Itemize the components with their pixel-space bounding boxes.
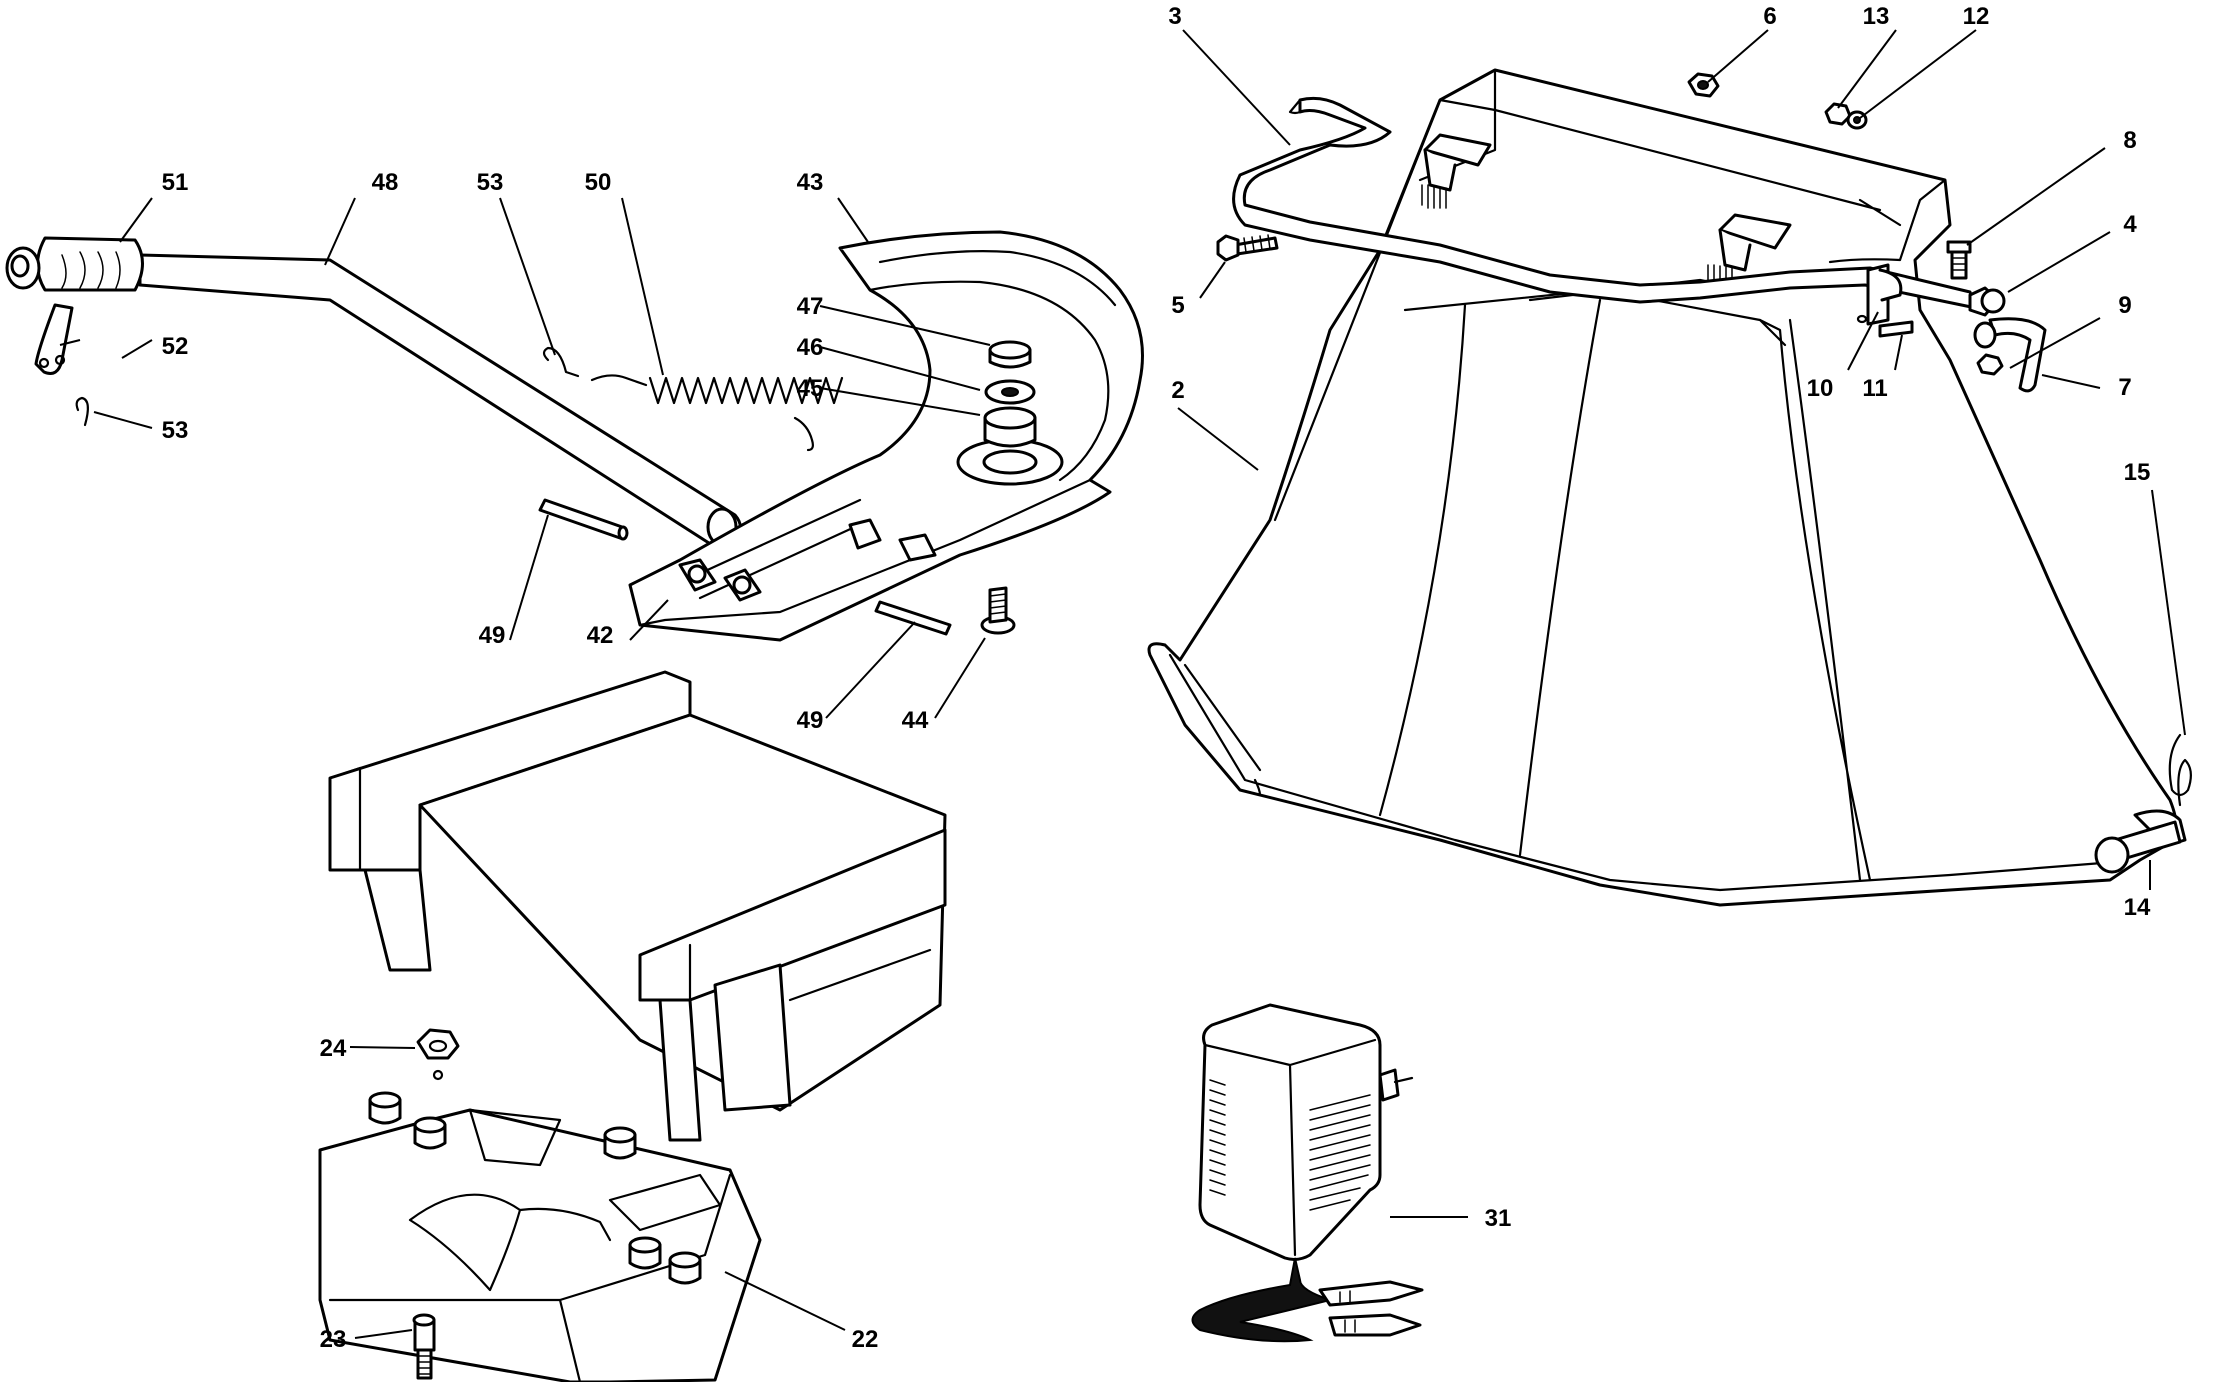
pin-upper: [538, 498, 629, 541]
rear-hinge-pin: [2094, 809, 2187, 874]
label-49-left: 49: [479, 622, 506, 649]
label-10: 10: [1807, 375, 1834, 402]
grass-collector: [1147, 68, 2179, 907]
label-9: 9: [2118, 292, 2131, 319]
label-50: 50: [585, 169, 612, 196]
label-47: 47: [797, 293, 824, 320]
pin-lower: [874, 600, 952, 636]
label-44: 44: [902, 707, 929, 734]
label-8: 8: [2123, 127, 2136, 154]
mower-frame: [328, 670, 947, 1142]
hook-pin-lower: [75, 396, 89, 427]
label-14: 14: [2124, 894, 2151, 921]
label-15: 15: [2124, 459, 2151, 486]
label-13: 13: [1863, 3, 1890, 30]
label-42: 42: [587, 622, 614, 649]
label-48: 48: [372, 169, 399, 196]
label-11: 11: [1862, 375, 1887, 402]
label-5: 5: [1171, 292, 1184, 319]
leader-lines: [59, 29, 2186, 1339]
plate-brackets: [678, 518, 937, 602]
hook-pin-upper: [542, 346, 580, 378]
label-45: 45: [797, 375, 824, 402]
label-52: 52: [162, 333, 189, 360]
label-53-bottom: 53: [162, 417, 189, 444]
label-53-top: 53: [477, 169, 504, 196]
weight-screw: [412, 1313, 436, 1380]
bolt-5: [1216, 234, 1279, 262]
part-number-labels: 51 48 53 50 43 47 46 45 52 53 49 42 49 4…: [162, 3, 2151, 1353]
label-2: 2: [1171, 377, 1184, 404]
handle-grip: [5, 236, 144, 292]
collector-brush-left: [1421, 133, 1492, 209]
label-23: 23: [320, 1326, 347, 1353]
frame-nut: [416, 1028, 460, 1081]
charger-cable-clips: [1191, 1257, 1424, 1343]
label-46: 46: [797, 334, 824, 361]
carriage-bolt: [980, 586, 1016, 635]
latch-strap: [1973, 317, 2047, 393]
r-clip: [2168, 733, 2192, 807]
bushing-stack: [956, 340, 1064, 486]
rod-clamp: [1866, 263, 1903, 326]
bolt-8: [1946, 240, 1972, 280]
label-22: 22: [852, 1326, 879, 1353]
counterweight: [318, 1108, 762, 1382]
label-51: 51: [162, 169, 189, 196]
label-3: 3: [1168, 3, 1181, 30]
collector-brush-right: [1707, 213, 1792, 289]
handle-lever: [138, 253, 742, 547]
counterweight-bosses: [368, 1091, 702, 1285]
label-4: 4: [2123, 211, 2137, 238]
battery-charger: [1198, 1003, 1414, 1261]
label-12: 12: [1963, 3, 1990, 30]
label-49-right: 49: [797, 707, 824, 734]
rod-endcap: [1968, 286, 2006, 317]
tension-spring: [590, 374, 844, 452]
washer-nut-12-13: [1824, 102, 1868, 130]
label-24: 24: [320, 1035, 347, 1062]
small-nut-9: [1976, 353, 2004, 376]
bolt-11: [1856, 314, 1914, 338]
label-6: 6: [1763, 3, 1776, 30]
latch-plate: [34, 303, 74, 375]
label-31: 31: [1485, 1205, 1512, 1232]
label-43: 43: [797, 169, 824, 196]
label-7: 7: [2118, 374, 2131, 401]
